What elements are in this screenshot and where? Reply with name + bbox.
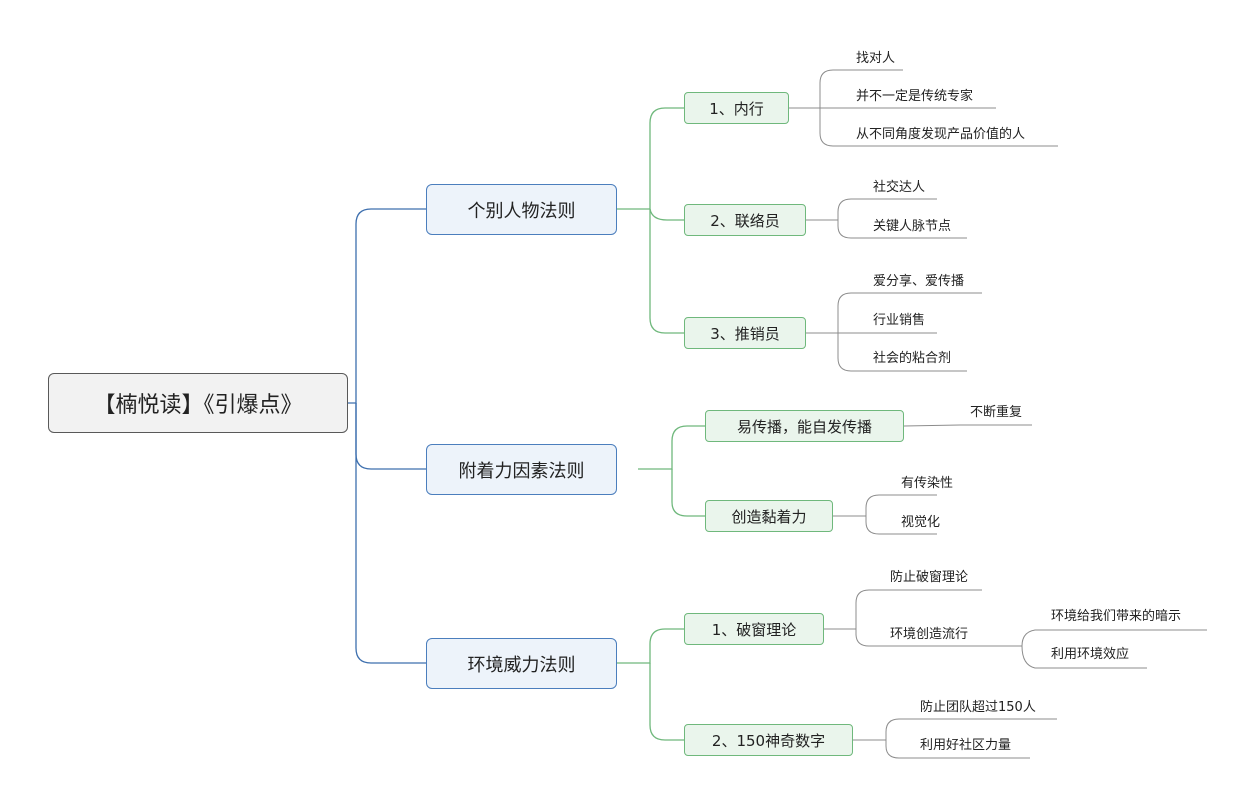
leaf-item[interactable]: 不断重复 <box>970 405 1023 420</box>
leaf-item[interactable]: 社会的粘合剂 <box>873 351 952 366</box>
leaf-item[interactable]: 行业销售 <box>873 313 926 328</box>
subtopic-create-stickiness[interactable]: 创造黏着力 <box>705 500 833 532</box>
topic-stickiness-rule[interactable]: 附着力因素法则 <box>426 444 617 495</box>
topic-label: 附着力因素法则 <box>458 460 585 482</box>
subtopic-label: 2、150神奇数字 <box>711 731 826 750</box>
branch-connectors <box>617 107 705 741</box>
leaf-item[interactable]: 从不同角度发现产品价值的人 <box>856 127 1026 142</box>
leaf-item[interactable]: 爱分享、爱传播 <box>873 274 965 289</box>
subtopic-broken-windows[interactable]: 1、破窗理论 <box>684 613 824 645</box>
subtopic-label: 1、内行 <box>709 99 764 118</box>
subtopic-mavens[interactable]: 1、内行 <box>684 92 789 124</box>
leaf-item[interactable]: 环境创造流行 <box>890 627 969 642</box>
leaf-connectors <box>789 69 1207 759</box>
leaf-item[interactable]: 社交达人 <box>873 180 926 195</box>
leaf-item[interactable]: 视觉化 <box>901 515 941 530</box>
leaf-item[interactable]: 利用环境效应 <box>1051 647 1130 662</box>
leaf-item[interactable]: 防止破窗理论 <box>890 570 969 585</box>
leaf-item[interactable]: 环境给我们带来的暗示 <box>1051 609 1182 624</box>
subtopic-label: 创造黏着力 <box>731 507 807 526</box>
root-topic-label: 【楠悦读】《引爆点》 <box>93 393 303 418</box>
subtopic-label: 1、破窗理论 <box>711 620 797 639</box>
topic-label: 环境威力法则 <box>467 654 576 676</box>
topic-individual-rule[interactable]: 个别人物法则 <box>426 184 617 235</box>
leaf-item[interactable]: 利用好社区力量 <box>920 738 1012 753</box>
topic-label: 个别人物法则 <box>467 200 576 222</box>
leaf-item[interactable]: 防止团队超过150人 <box>920 700 1036 715</box>
subtopic-label: 2、联络员 <box>710 211 780 230</box>
subtopic-connectors[interactable]: 2、联络员 <box>684 204 806 236</box>
leaf-item[interactable]: 并不一定是传统专家 <box>856 89 974 104</box>
subtopic-label: 3、推销员 <box>710 324 780 343</box>
leaf-item[interactable]: 找对人 <box>856 51 896 66</box>
subtopic-easy-spread[interactable]: 易传播，能自发传播 <box>705 410 904 442</box>
subtopic-magic-150[interactable]: 2、150神奇数字 <box>684 724 853 756</box>
topic-context-rule[interactable]: 环境威力法则 <box>426 638 617 689</box>
root-connectors <box>348 208 426 664</box>
subtopic-label: 易传播，能自发传播 <box>736 417 872 436</box>
subtopic-salesmen[interactable]: 3、推销员 <box>684 317 806 349</box>
leaf-item[interactable]: 有传染性 <box>901 476 954 491</box>
root-topic[interactable]: 【楠悦读】《引爆点》 <box>48 373 348 433</box>
leaf-item[interactable]: 关键人脉节点 <box>873 219 952 234</box>
